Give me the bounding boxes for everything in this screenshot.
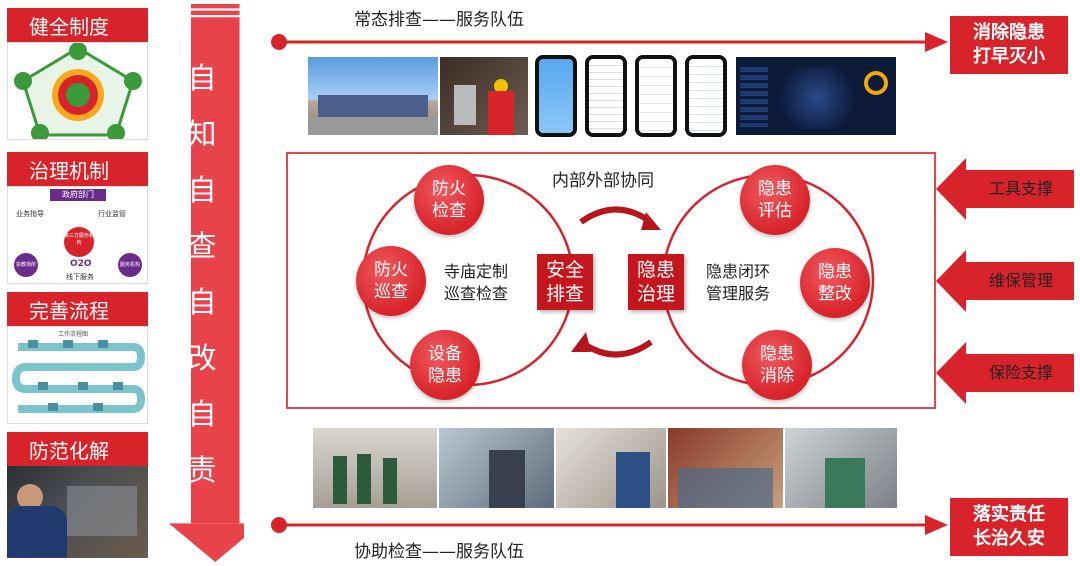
phone-screen-4 (685, 55, 727, 137)
bottom-photo-5 (785, 428, 897, 508)
right-center-text: 隐患闭环管理服务 (706, 262, 771, 303)
circle-hazard-eliminate: 隐患消除 (742, 330, 812, 400)
gov-label: 行业监管 (98, 210, 126, 218)
slogan-char: 自 (187, 61, 217, 95)
slogan-line: 打早灭小 (973, 46, 1045, 67)
bottom-arrow-right-icon (271, 515, 948, 535)
gov-label: 政府部门 (50, 189, 106, 201)
safety-check-block: 安全排查 (537, 254, 593, 310)
panel-process-diagram: 工作流程图 (7, 326, 148, 424)
temple-photo (308, 57, 438, 135)
process-flow-graphic (11, 340, 146, 413)
vertical-slogan: 自 知 自 查 自 改 自 责 (180, 50, 224, 498)
label-insurance: 保险支撑 (988, 363, 1053, 382)
phone-screen-1 (535, 55, 577, 137)
slogan-line: 落实责任 (973, 504, 1045, 525)
bottom-photo-4 (668, 428, 783, 508)
vertical-arrow-down-icon (168, 4, 244, 562)
gov-label: 线下服务 (66, 273, 94, 281)
gov-label: O2O (70, 259, 92, 269)
circle-fire-inspection: 防火检查 (414, 165, 484, 235)
worker-photo (7, 466, 148, 558)
bottom-right-slogan: 落实责任 长治久安 (950, 498, 1068, 556)
bottom-photo-2 (439, 428, 554, 508)
top-line-label: 常态排查——服务队伍 (354, 10, 524, 30)
node-circle (69, 43, 87, 60)
top-right-slogan: 消除隐患 打早灭小 (950, 16, 1068, 74)
circle-hazard-rectify: 隐患整改 (800, 248, 870, 318)
slogan-char: 自 (187, 397, 217, 431)
tool-support-arrow-left-icon (936, 158, 1074, 220)
left-center-text: 寺庙定制巡查检查 (444, 262, 509, 303)
cycle-arrow-icon (579, 206, 653, 225)
slogan-char: 责 (187, 453, 217, 487)
slogan-line: 长治久安 (973, 528, 1045, 549)
bottom-photo-3 (556, 428, 666, 508)
node-circle (107, 124, 125, 139)
slogan-char: 自 (187, 173, 217, 207)
label-tool-support: 工具支撑 (988, 179, 1053, 198)
node-circle (31, 124, 49, 139)
phone-screen-2 (585, 55, 627, 137)
process-label: 工作流程图 (58, 331, 89, 338)
panel-title-prevent: 防范化解 (7, 432, 148, 466)
panel-governance-diagram: 政府部门 业务指导 行业监管 第三方服务机构 O2O 线下服务 宗教场所 服务机… (7, 186, 148, 284)
bottom-line-label: 协助检查——服务队伍 (354, 542, 524, 562)
hazard-governance-block: 隐患治理 (628, 254, 684, 310)
pentagon-diagram (14, 43, 142, 139)
circle-equipment-hazard: 设备隐患 (410, 330, 480, 400)
gov-node: 宗教场所 (14, 253, 38, 277)
circle-hazard-assess: 隐患评估 (740, 165, 810, 235)
maintenance-arrow-left-icon (936, 250, 1074, 312)
dashboard-screen (736, 57, 896, 135)
panel-title-process: 完善流程 (7, 292, 148, 326)
circle-fire-patrol: 防火巡查 (356, 246, 426, 316)
cycle-arrow-icon (579, 339, 653, 358)
panel-system-diagram (7, 42, 148, 140)
label-maintenance: 维保管理 (988, 271, 1053, 290)
center-title: 内部外部协同 (552, 171, 654, 191)
slogan-char: 知 (187, 117, 217, 151)
inspection-photo (440, 57, 528, 135)
bottom-photo-1 (313, 428, 437, 508)
slogan-line: 消除隐患 (973, 22, 1045, 43)
insurance-arrow-left-icon (936, 342, 1074, 404)
slogan-char: 自 (187, 285, 217, 319)
gov-node: 第三方服务机构 (64, 227, 94, 257)
gov-label: 业务指导 (16, 210, 44, 218)
gov-node: 服务机构 (118, 253, 142, 277)
panel-title-system: 健全制度 (7, 8, 148, 42)
node-circle (124, 72, 142, 90)
top-arrow-right-icon (271, 32, 948, 52)
node-circle (14, 72, 32, 90)
slogan-char: 查 (187, 229, 217, 263)
phone-screen-3 (635, 55, 677, 137)
slogan-char: 改 (187, 341, 217, 375)
panel-title-governance: 治理机制 (7, 152, 148, 186)
